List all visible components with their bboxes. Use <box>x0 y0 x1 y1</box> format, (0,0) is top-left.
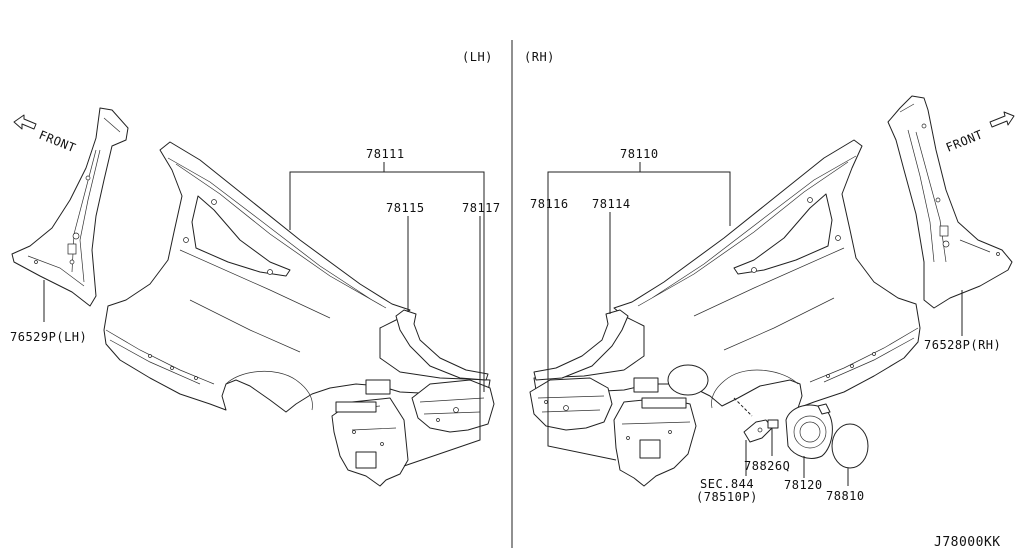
part-76529p-label: 76529P(LH) <box>10 330 87 344</box>
rh-header: (RH) <box>524 50 555 64</box>
rear-panel-lh-part <box>411 379 495 433</box>
leader-78111-h <box>289 171 485 392</box>
part-78810-label: 78810 <box>826 489 865 503</box>
front-arrow-left-icon <box>13 114 37 130</box>
part-78120-label: 78120 <box>784 478 823 492</box>
front-arrow-right-icon <box>989 111 1015 128</box>
part-76528p-label: 76528P(RH) <box>924 338 1001 352</box>
fuel-opener-part <box>733 397 773 443</box>
front-label-left: FRONT <box>37 128 78 155</box>
wheelhouse-rh-part <box>613 397 697 487</box>
part-78116-label: 78116 <box>530 197 569 211</box>
leader-78116 <box>547 212 617 461</box>
quarter-panel-rh-part <box>533 139 921 409</box>
quarter-panel-lh-part <box>103 141 491 413</box>
fuel-lid-78810-part <box>831 423 869 469</box>
clip-78826q-part <box>767 419 779 429</box>
sec-844-label[interactable]: SEC.844 <box>700 477 754 491</box>
pillar-lh-part <box>11 107 129 307</box>
diagram-code: J78000KK <box>934 535 1001 550</box>
front-label-right: FRONT <box>944 127 985 154</box>
sec-844-sub-label: (78510P) <box>696 490 758 504</box>
part-78117-label: 78117 <box>462 201 501 215</box>
filler-base-78120-part <box>785 403 833 459</box>
seal-strip-rh-part <box>533 309 629 381</box>
rear-panel-rh-part <box>529 377 613 431</box>
leader-78117 <box>403 216 481 467</box>
part-78826q-label: 78826Q <box>744 459 790 473</box>
wheelhouse-lh-part <box>331 397 409 487</box>
seal-strip-lh-part <box>395 309 489 381</box>
lh-header: (LH) <box>462 50 493 64</box>
pillar-rh-part <box>887 95 1013 309</box>
part-78111-label: 78111 <box>366 147 405 161</box>
part-78110-label: 78110 <box>620 147 659 161</box>
part-78114-label: 78114 <box>592 197 631 211</box>
part-78115-label: 78115 <box>386 201 425 215</box>
